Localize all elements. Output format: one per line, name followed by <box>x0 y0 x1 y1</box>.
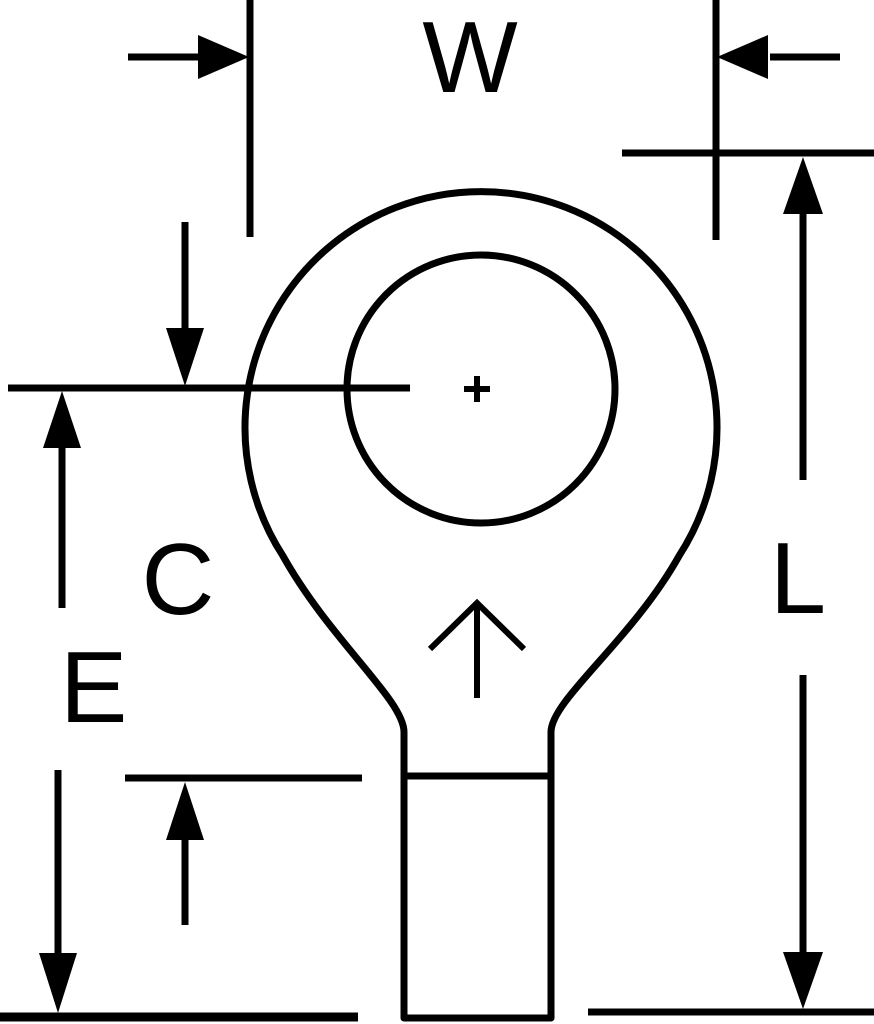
e-arrow-upper-head <box>43 391 81 448</box>
c-arrow-lower-head <box>166 782 204 840</box>
e-arrow-lower-head <box>39 953 77 1013</box>
dimension-w: W <box>128 0 840 240</box>
dimension-label-e: E <box>60 632 127 744</box>
c-arrow-upper-head <box>166 328 204 386</box>
insertion-direction-arrow <box>427 598 527 698</box>
dimension-l: L <box>588 149 874 1016</box>
ring-body-outline <box>241 188 721 776</box>
l-arrow-upper-head <box>783 157 823 214</box>
center-mark-icon <box>464 376 490 402</box>
dimension-label-l: L <box>770 523 826 635</box>
w-arrow-right-head <box>717 35 768 79</box>
l-arrow-lower-head <box>783 952 823 1009</box>
dimension-label-c: C <box>142 524 215 636</box>
dimension-c: C <box>125 222 362 925</box>
crimp-barrel-outline <box>400 772 555 1022</box>
dimension-label-w: W <box>422 2 517 114</box>
w-arrow-left-head <box>198 35 249 79</box>
dimension-e: E <box>0 384 410 1022</box>
insertion-arrow-head <box>427 598 527 652</box>
